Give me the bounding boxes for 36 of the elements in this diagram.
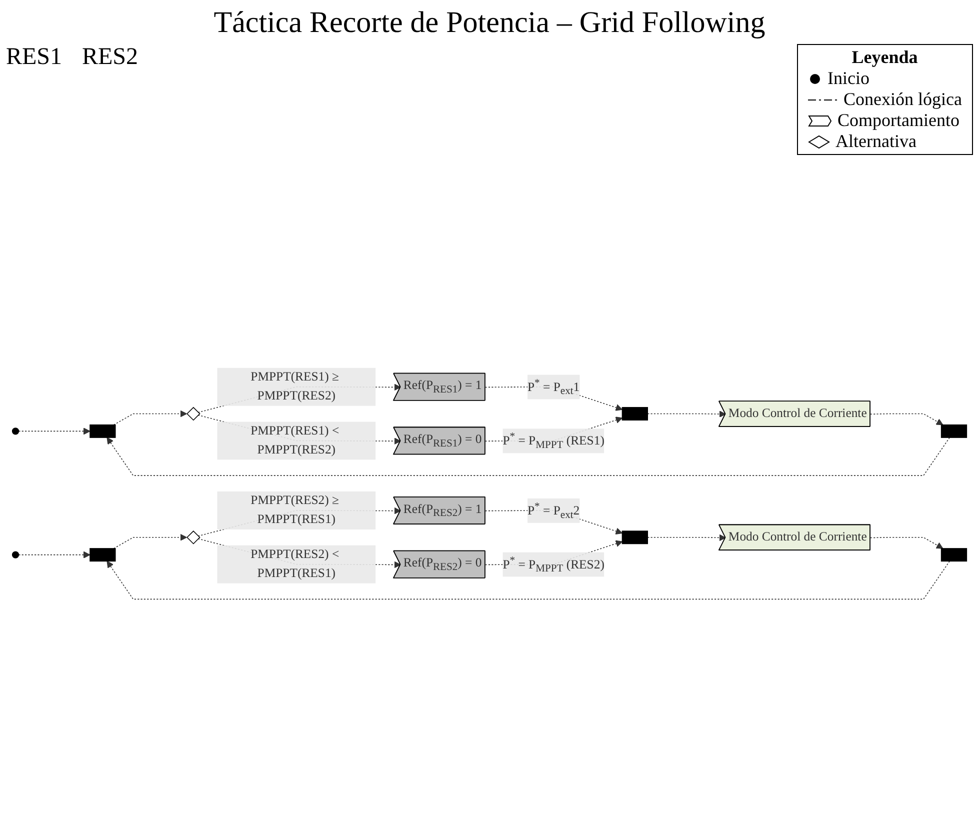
legend-label: Conexión lógica — [844, 89, 962, 110]
arrow — [18, 428, 90, 435]
node-bar — [940, 424, 968, 438]
arrow — [647, 410, 726, 418]
legend-label: Comportamiento — [838, 110, 960, 131]
legend-label: Alternativa — [836, 131, 916, 152]
legend-title: Leyenda — [850, 47, 919, 68]
arrow — [870, 537, 944, 549]
node-bar — [90, 424, 116, 438]
section-heading: RES1 — [6, 44, 62, 71]
node-bar — [90, 548, 116, 562]
edge-label: PMPPT(RES2) < PMPPT(RES1) — [250, 548, 340, 580]
edge-label: PMPPT(RES1) ≥ PMPPT(RES2) — [250, 370, 340, 403]
edge-label: PMPPT(RES1) < PMPPT(RES2) — [250, 424, 340, 457]
node-bar — [622, 407, 648, 420]
edge-label: PMPPT(RES2) ≥ PMPPT(RES1) — [250, 494, 340, 526]
edge-label: P$^{*}$ = P$_{MPPT}$ (RES1) — [502, 430, 604, 450]
section-heading: RES2 — [82, 44, 138, 71]
node-diamond — [186, 530, 200, 544]
arrow — [18, 551, 90, 558]
arrow — [113, 534, 187, 549]
arrow — [870, 413, 944, 426]
edge-label: P$^{*}$ = P$_{ext}$1 — [528, 376, 580, 397]
arrow — [106, 437, 950, 476]
edge-label: P$^{*}$ = P$_{ext}$2 — [528, 500, 580, 520]
node-circle — [12, 551, 20, 558]
edge-label: P$^{*}$ = P$_{MPPT}$ (RES2) — [502, 554, 604, 574]
arrow — [106, 560, 950, 600]
node-bar — [622, 530, 648, 544]
diagram-title: Táctica Recorte de Potencia – Grid Following — [212, 6, 766, 40]
node-circle — [12, 428, 20, 435]
legend-label: Inicio — [828, 68, 870, 89]
arrow — [113, 410, 187, 426]
arrow — [647, 534, 726, 542]
node-bar — [940, 548, 968, 562]
node-diamond — [186, 406, 200, 421]
